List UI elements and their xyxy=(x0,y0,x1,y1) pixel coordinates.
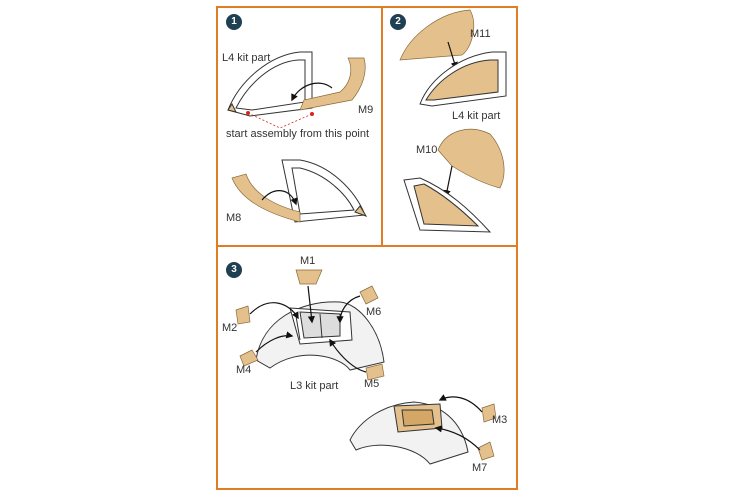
step-2-badge: 2 xyxy=(390,14,406,30)
step1-m8-label: M8 xyxy=(226,212,242,224)
m4-mask xyxy=(239,349,259,367)
m1-arrow xyxy=(307,285,315,324)
l4-canopy-frame-bottom xyxy=(281,159,368,223)
step1-m9-label: M9 xyxy=(358,104,374,116)
m10-mask xyxy=(437,128,505,189)
m6-mask xyxy=(359,285,379,305)
m10-arrow xyxy=(443,165,453,198)
m8-mask xyxy=(231,173,301,223)
m11-mask xyxy=(399,9,474,61)
m9-arrow xyxy=(291,82,333,102)
step-1-badge: 1 xyxy=(226,14,242,30)
step3-m7-label: M7 xyxy=(472,462,488,474)
start-point-marker-right xyxy=(310,112,314,116)
step3-kit-part-label: L3 kit part xyxy=(290,380,339,392)
m6-arrow xyxy=(336,295,361,324)
step3-m1-label: M1 xyxy=(300,255,316,267)
step3-m4-label: M4 xyxy=(236,364,252,376)
step3-m2-label: M2 xyxy=(222,322,238,334)
m2-mask xyxy=(235,305,251,325)
m4-arrow xyxy=(255,331,294,353)
step3-m6-label: M6 xyxy=(366,306,382,318)
m11-arrow xyxy=(447,41,458,70)
step1-kit-part-label: L4 kit part xyxy=(222,52,271,64)
m1-mask xyxy=(295,269,323,285)
m3-mask xyxy=(481,403,497,423)
l4-canopy-frame-step2-bottom xyxy=(403,177,492,233)
m8-arrow xyxy=(261,190,298,206)
step2-m10-label: M10 xyxy=(416,144,438,156)
l4-canopy-frame-step2 xyxy=(419,51,507,107)
m7-arrow xyxy=(434,425,481,451)
m5-mask xyxy=(365,363,385,381)
step-3-badge: 3 xyxy=(226,262,242,278)
step2-kit-part-label: L4 kit part xyxy=(452,110,501,122)
m2-arrow xyxy=(249,302,299,320)
step1-note: start assembly from this point xyxy=(226,128,370,140)
m3-arrow xyxy=(438,394,483,413)
m7-mask xyxy=(477,441,495,461)
step3-m3-label: M3 xyxy=(492,414,508,426)
m9-mask xyxy=(299,57,366,111)
l3-canopy-body-upper xyxy=(255,301,385,371)
l3-canopy-body-lower xyxy=(349,401,469,465)
l4-canopy-frame-top xyxy=(227,51,313,117)
step3-m5-label: M5 xyxy=(364,378,380,390)
m5-arrow xyxy=(329,338,367,373)
step2-m11-label: M11 xyxy=(470,28,491,40)
